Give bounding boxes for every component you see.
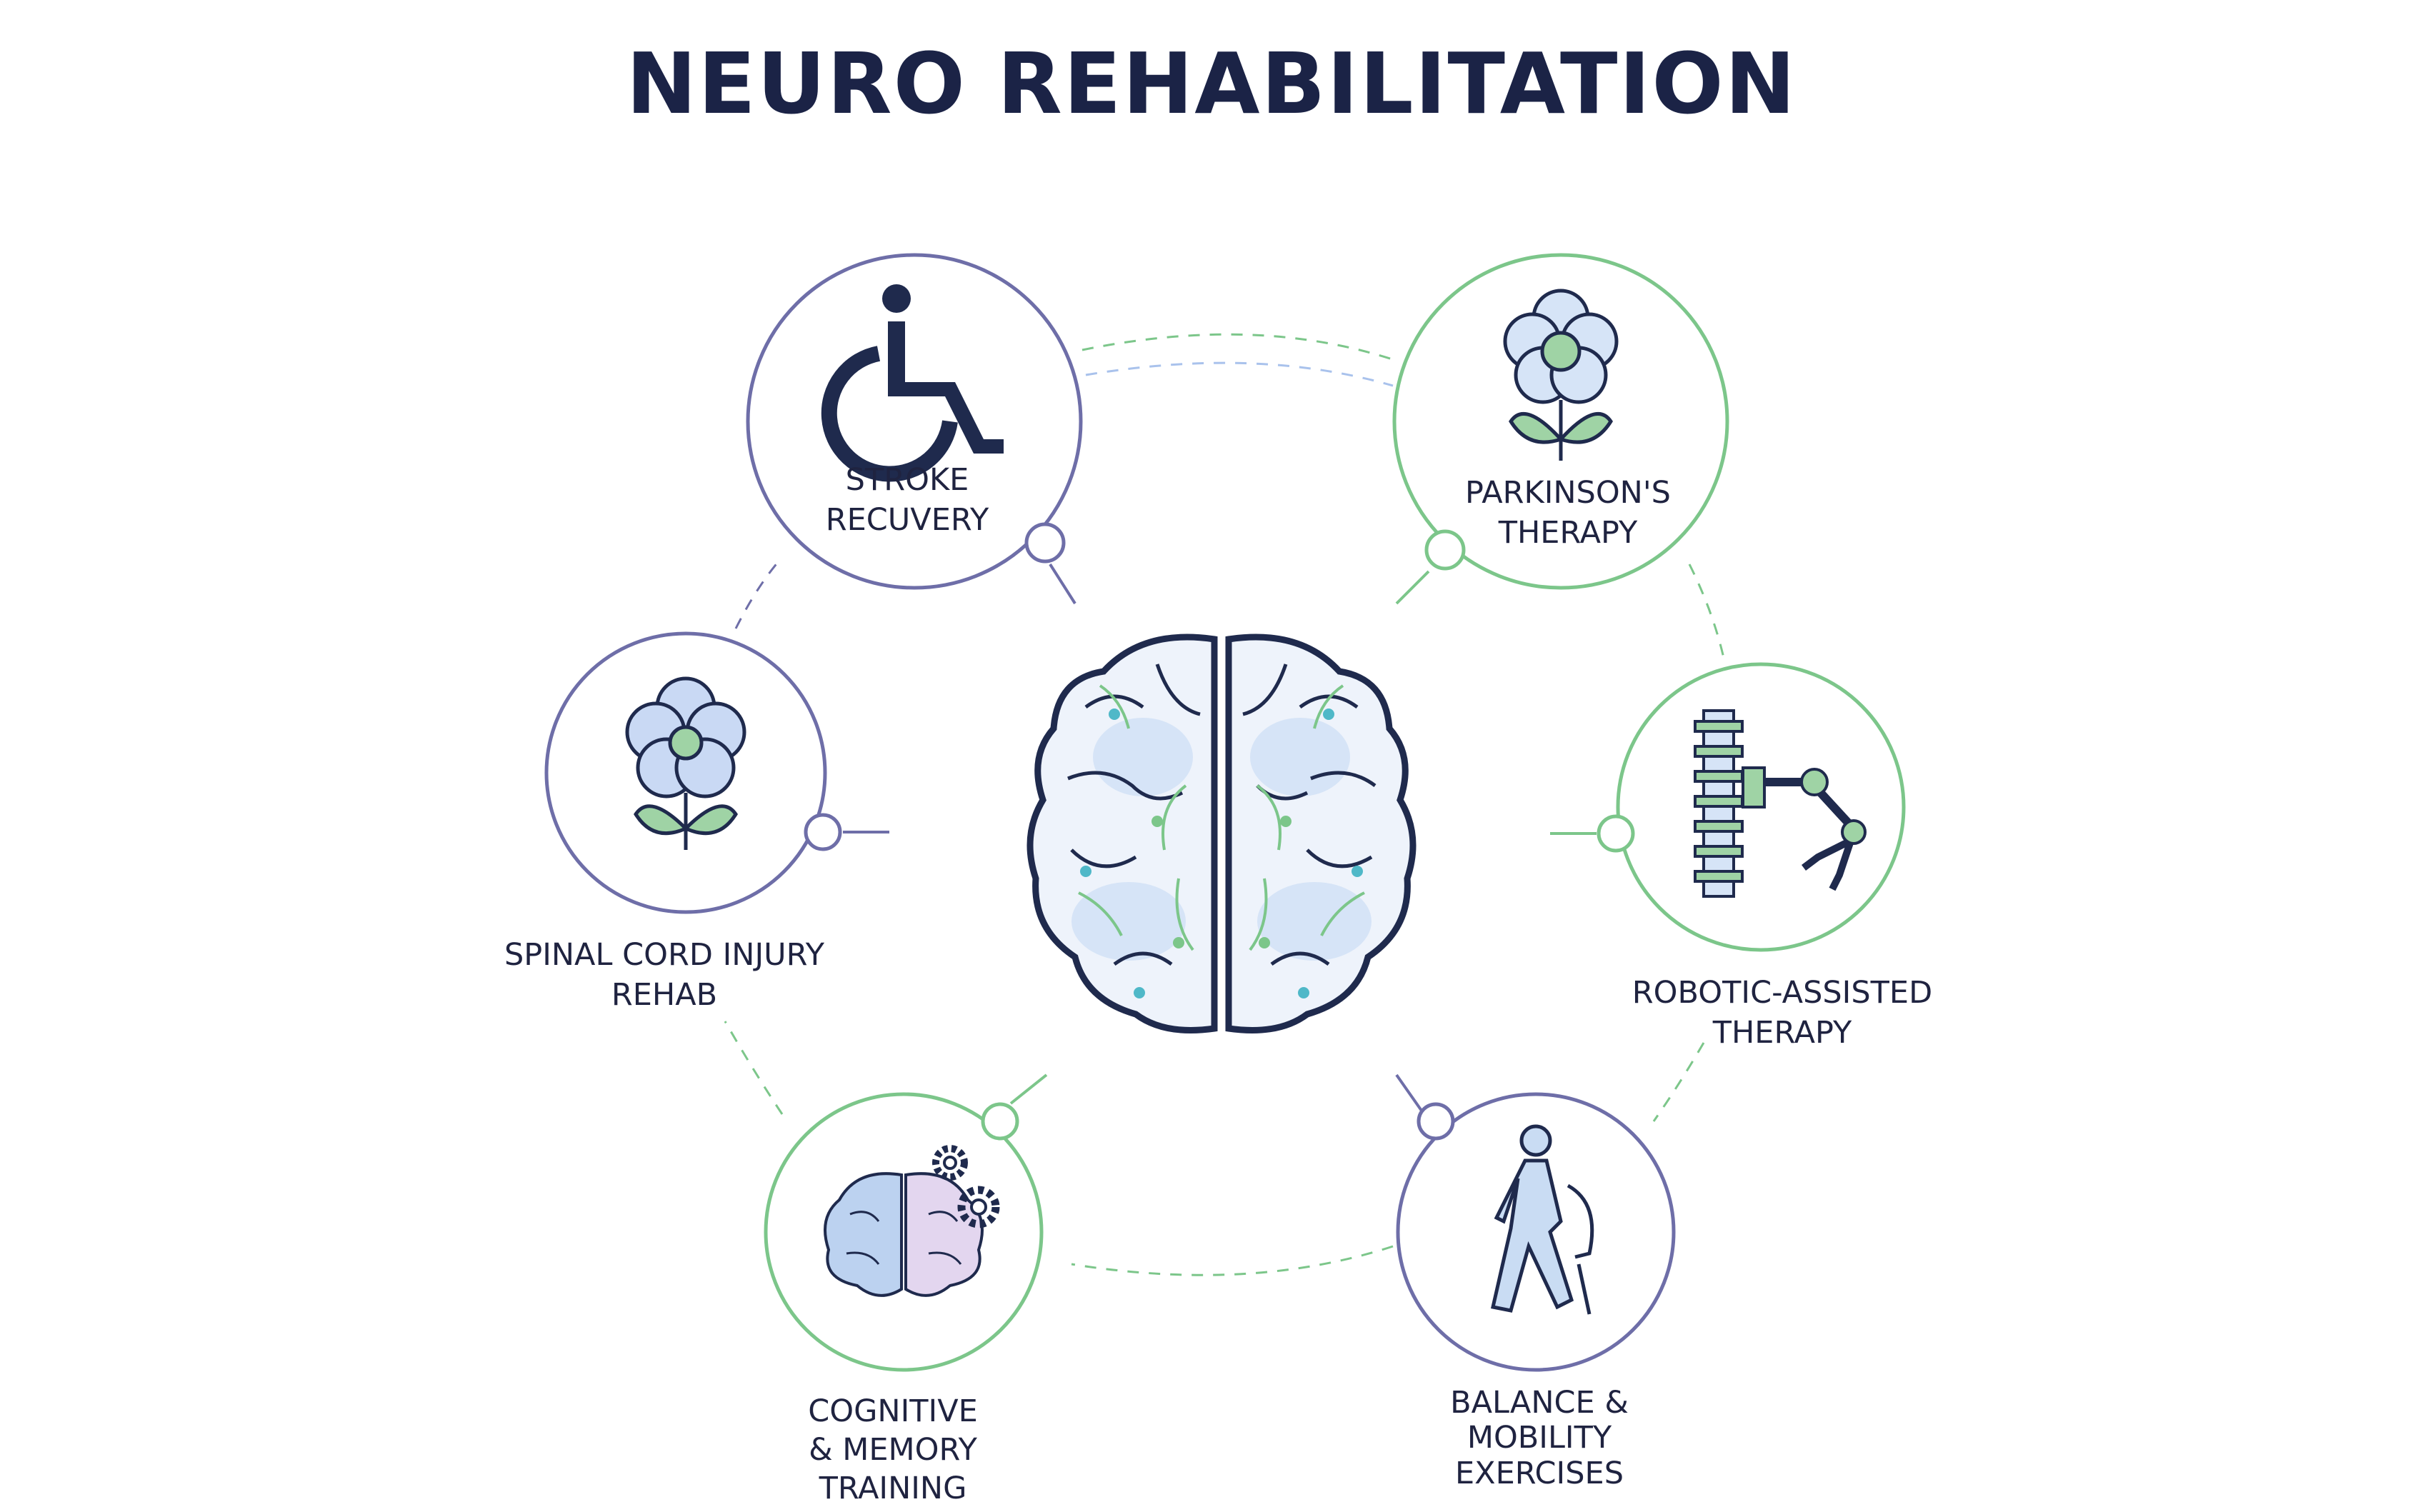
node-robotic-ring [1597,662,1906,952]
connector-cognitive-spinal [724,1021,784,1115]
node-parkinsons-ring [1392,253,1729,590]
node-label-line: MOBILITY [1467,1420,1612,1456]
connector-stroke-parkinsons [1081,333,1397,362]
wheelchair-icon [821,284,1004,482]
brain-left-hemisphere [1026,634,1218,1033]
node-label-line: BALANCE & [1450,1385,1629,1421]
node-label-stroke: STROKE RECUVERY [826,461,989,541]
spoke-balance [1395,1073,1423,1112]
connector-spinal-stroke [734,556,784,629]
page-title: NEURO REHABILITATION [626,34,1797,133]
node-label-robotic: ROBOTIC-ASSISTED THERAPY [1632,973,1932,1053]
brain-right-hemisphere [1225,634,1417,1033]
node-label-line: PARKINSON'S [1465,475,1671,511]
node-label-line: SPINAL CORD INJURY [504,937,825,973]
walking-person-icon [1490,1124,1594,1315]
dashed-connectors [724,333,1727,1276]
spinal-flower-icon [625,676,746,850]
node-label-line: TRAINING [819,1470,967,1506]
node-label-line: THERAPY [1498,514,1638,551]
node-spinal-ring [544,631,842,914]
parkinsons-flower-icon [1503,289,1619,461]
spoke-cognitive [1009,1073,1048,1105]
brain-icon [1026,634,1417,1033]
node-label-line: ROBOTIC-ASSISTED [1632,975,1933,1011]
robotic-arm-spine-icon [1694,709,1867,898]
node-label-line: STROKE [845,462,969,498]
node-stroke-ring [746,253,1083,590]
connector-stroke-parkinsons-2 [1085,361,1394,387]
node-label-cognitive: COGNITIVE & MEMORY TRAINING [808,1393,978,1508]
connector-parkinsons-robotic [1688,564,1727,665]
node-label-line: COGNITIVE [808,1393,978,1429]
node-label-line: THERAPY [1712,1014,1852,1051]
node-cognitive-ring [764,1092,1044,1372]
node-label-line: & MEMORY [809,1431,977,1468]
node-label-parkinsons: PARKINSON'S THERAPY [1465,474,1671,554]
spoke-stroke [1049,563,1076,605]
node-label-line: RECUVERY [825,501,989,538]
brain-gears-icon [824,1145,1000,1297]
connector-robotic-balance [1652,1042,1705,1122]
node-label-spinal: SPINAL CORD INJURY REHAB [504,936,824,1016]
node-label-line: REHAB [611,976,718,1013]
node-label-balance: BALANCE & MOBILITY EXERCISES [1450,1385,1629,1491]
node-label-line: EXERCISES [1455,1455,1624,1491]
spokes [843,563,1597,1112]
connector-balance-cognitive [1071,1245,1394,1276]
node-balance-ring [1396,1092,1676,1372]
spoke-parkinsons [1395,570,1430,605]
